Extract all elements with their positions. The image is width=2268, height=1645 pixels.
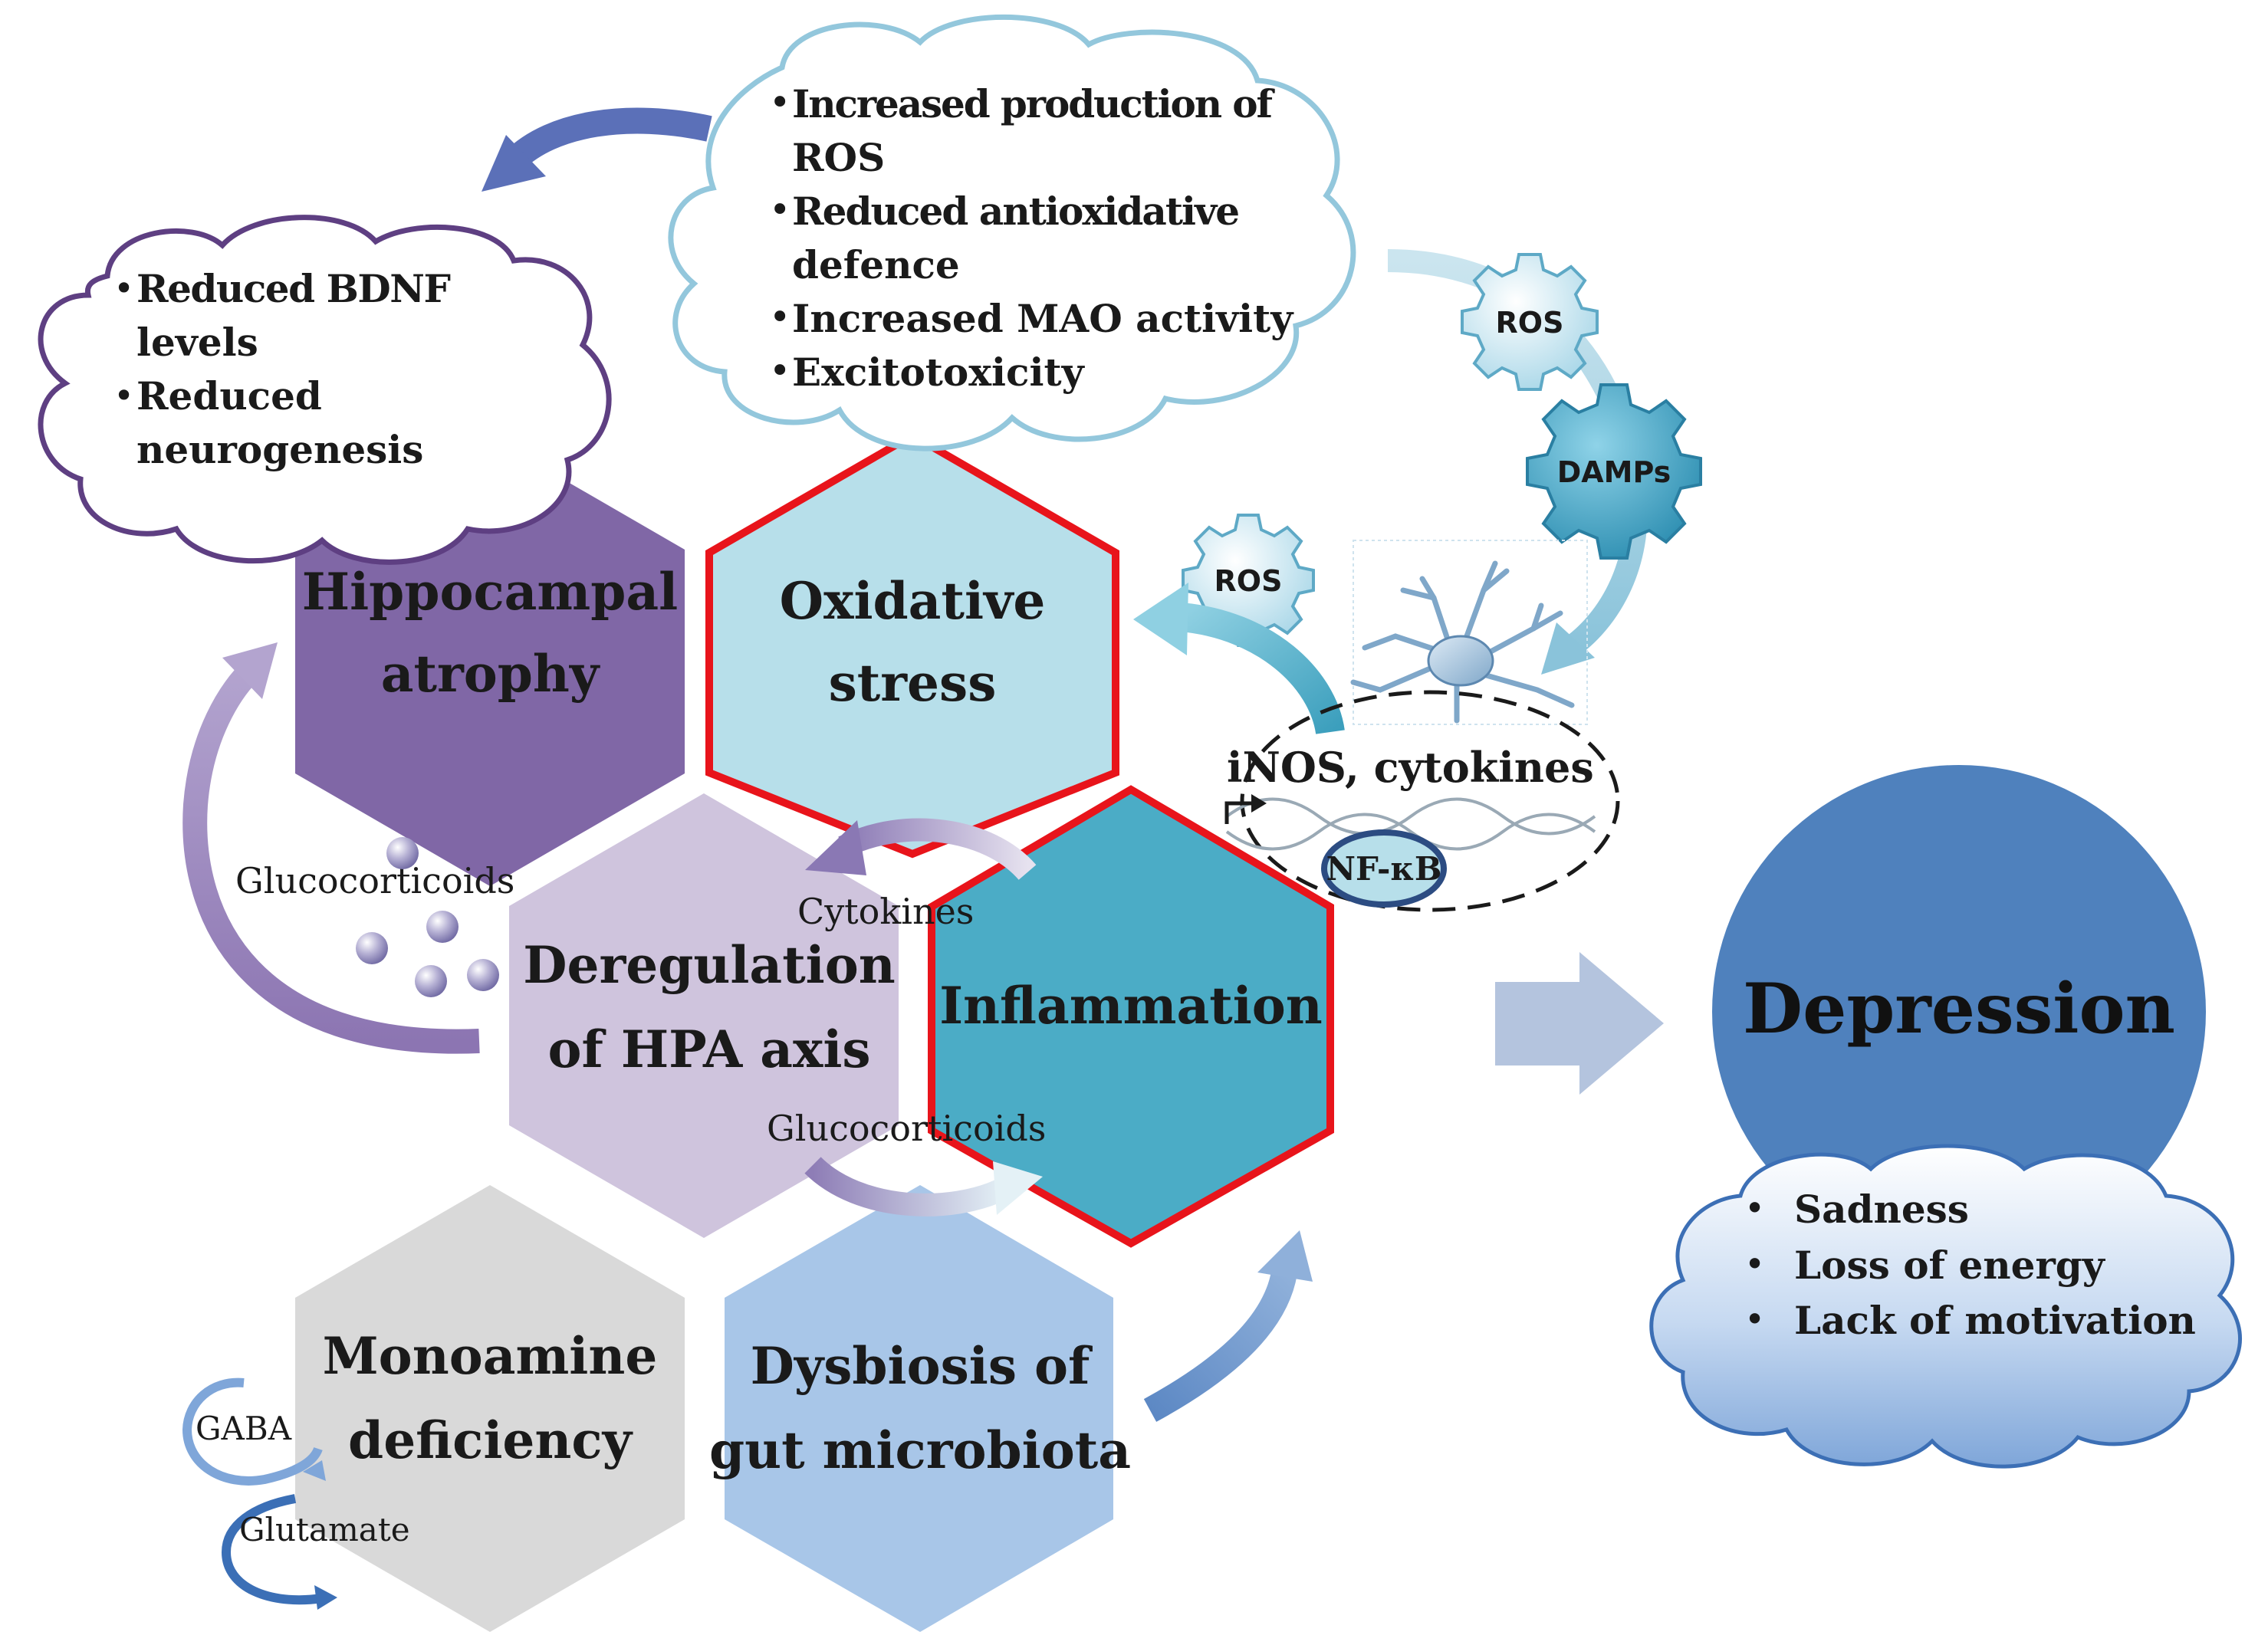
gear-ros-mid-label: ROS (1215, 564, 1283, 598)
symptom-bullet-3: • (1744, 1299, 1765, 1340)
label-gaba: GABA (196, 1410, 292, 1447)
cloud-hippocampal-item-1: Reduced BDNF (136, 266, 451, 311)
transcription-start-arrow (1224, 801, 1257, 824)
hexagon-oxidative-stress: Oxidative stress (705, 431, 1119, 859)
hexagon-monoamine-label-1: Monoamine (323, 1326, 658, 1386)
cloud-oxidative-item-3: Increased MAO activity (792, 296, 1294, 341)
glucocorticoid-beads (356, 837, 499, 997)
cloud-hippocampal-item-2: Reduced (136, 373, 322, 419)
cloud-oxidative-bullet-1: • (769, 81, 791, 124)
arrow-cytokines (805, 818, 1037, 881)
hexagon-oxidative-label-1: Oxidative (780, 571, 1046, 631)
gear-ros-top-label: ROS (1496, 306, 1564, 340)
depression-title: Depression (1743, 968, 2175, 1049)
symptom-item-3: Lack of motivation (1794, 1298, 2196, 1343)
symptom-bullet-2: • (1744, 1243, 1765, 1285)
symptom-item-2: Loss of energy (1794, 1243, 2106, 1288)
microglia-cell-image (1350, 540, 1588, 725)
label-cytokines: Cytokines (797, 891, 974, 932)
label-gene-expression: iNOS, cytokines (1227, 743, 1594, 792)
hexagon-dysbiosis-label-1: Dysbiosis of (751, 1336, 1093, 1396)
cloud-oxidative-item-1b: ROS (792, 135, 885, 180)
hexagon-monoamine-deficiency: Monoamine deficiency (295, 1185, 685, 1632)
symptom-item-1: Sadness (1794, 1187, 1969, 1232)
symptom-bullet-1: • (1744, 1187, 1765, 1229)
depression-circle (1712, 765, 2206, 1259)
hexagon-hippocampal-label-2: atrophy (381, 644, 600, 704)
label-glucocorticoids-left: Glucocorticoids (235, 860, 514, 901)
arrow-oxidative-to-hippocampal-cloud (482, 107, 712, 192)
hexagon-monoamine-label-2: deficiency (348, 1410, 633, 1470)
cloud-hippocampal-bullet-2: • (113, 375, 134, 416)
cloud-oxidative-bullet-2: • (769, 189, 791, 231)
cloud-symptoms: • Sadness • Loss of energy • Lack of mot… (1649, 1144, 2242, 1469)
gear-damps: DAMPs (1526, 383, 1702, 560)
gear-ros-top: ROS (1461, 253, 1599, 391)
cloud-oxidative-item-4: Excitotoxicity (792, 350, 1086, 395)
hexagon-dysbiosis: Dysbiosis of gut microbiota (709, 1185, 1131, 1632)
cloud-oxidative-bullet-4: • (769, 350, 791, 392)
cloud-oxidative-item-1: Increased production of (792, 81, 1275, 126)
cloud-oxidative-bullet-3: • (769, 296, 791, 339)
hexagon-hpa-label-2: of HPA axis (547, 1020, 870, 1079)
cloud-hippocampal: • Reduced BDNF levels • Reduced neurogen… (38, 215, 612, 565)
label-nfkb: NF-κB (1326, 850, 1442, 888)
nfkb-oval (1321, 829, 1447, 908)
label-glucocorticoids-mid: Glucocorticoids (767, 1108, 1046, 1149)
hexagon-inflammation-label: Inflammation (939, 976, 1323, 1036)
cloud-oxidative-item-2b: defence (792, 242, 960, 287)
hexagon-hippocampal-label-1: Hippocampal (302, 562, 679, 622)
arrow-to-depression (1495, 952, 1664, 1095)
gene-expression-ellipse: iNOS, cytokines NF-κB (1224, 690, 1620, 912)
cloud-oxidative-item-2: Reduced antioxidative (792, 189, 1240, 234)
hexagon-hpa-label-1: Deregulation (523, 935, 896, 995)
cloud-hippocampal-bullet-1: • (113, 268, 134, 309)
arrow-dysbiosis-to-inflammation (1143, 1230, 1313, 1422)
hexagon-oxidative-label-2: stress (829, 653, 997, 713)
cloud-hippocampal-item-1b: levels (136, 320, 258, 365)
label-glutamate: Glutamate (239, 1511, 410, 1548)
hexagon-dysbiosis-label-2: gut microbiota (709, 1420, 1131, 1480)
hexagon-inflammation: Inflammation (928, 785, 1334, 1248)
arrow-glucocorticoids-to-inflammation (804, 1156, 1043, 1217)
cloud-hippocampal-item-2b: neurogenesis (136, 427, 423, 472)
gaba-glutamate-cycle: GABA Glutamate (182, 1377, 410, 1610)
hexagon-hpa-axis: Deregulation of HPA axis (509, 793, 899, 1238)
arrow-hpa-to-hippocampal (182, 642, 480, 1054)
gear-damps-label: DAMPs (1557, 455, 1671, 489)
cloud-oxidative-stress: • Increased production of ROS • Reduced … (668, 14, 1356, 451)
dna-helix (1225, 797, 1596, 851)
